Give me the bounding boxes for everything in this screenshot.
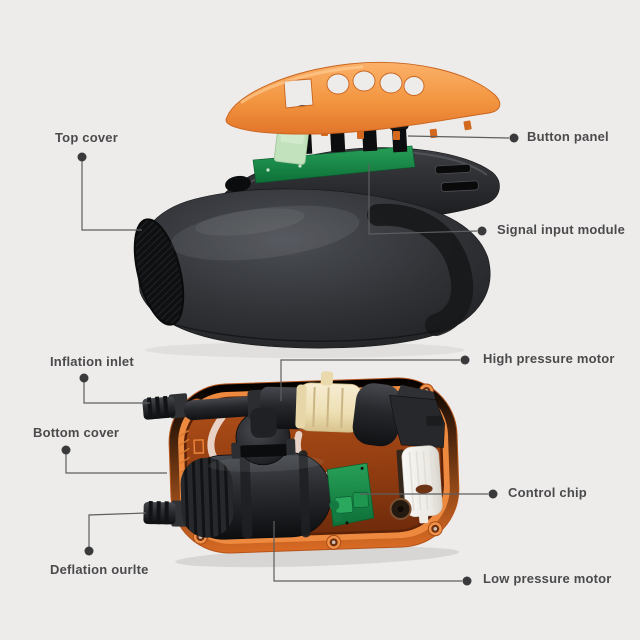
handle-groove <box>367 203 474 336</box>
label-signal-input-module: Signal input module <box>497 222 626 237</box>
label-top-cover: Top cover <box>55 130 118 145</box>
label-inflation-inlet: Inflation inlet <box>50 354 134 369</box>
leader-bottom-cover <box>65 454 167 474</box>
usb-port-slots <box>434 163 479 192</box>
label-bottom-cover: Bottom cover <box>33 425 120 440</box>
label-low-pressure-motor: Low pressure motor <box>483 571 612 586</box>
floor-screw <box>389 498 412 521</box>
leader-signal-input-module <box>368 164 478 235</box>
label-button-panel: Button panel <box>527 129 609 144</box>
leader-deflation-outlet <box>88 512 147 547</box>
high-pressure-motor-part <box>183 371 445 524</box>
leader-inflation-inlet <box>83 382 150 404</box>
button-panel-part <box>225 61 501 140</box>
leader-lines <box>65 135 510 582</box>
control-chip-part <box>326 462 375 527</box>
leader-top-cover <box>81 160 142 231</box>
label-deflation-outlet: Deflation ourlte <box>50 562 149 577</box>
leader-low-pressure-motor <box>273 521 462 582</box>
inflation-inlet-part <box>142 393 189 420</box>
leader-high-pressure-motor <box>280 359 460 401</box>
top-cover-part <box>133 147 500 358</box>
hp-motor-body <box>396 445 443 524</box>
callout-dots <box>61 133 519 586</box>
leader-button-panel <box>407 135 510 139</box>
label-high-pressure-motor: High pressure motor <box>483 351 615 366</box>
label-control-chip: Control chip <box>508 485 587 500</box>
cover-vent-hole <box>225 175 251 193</box>
